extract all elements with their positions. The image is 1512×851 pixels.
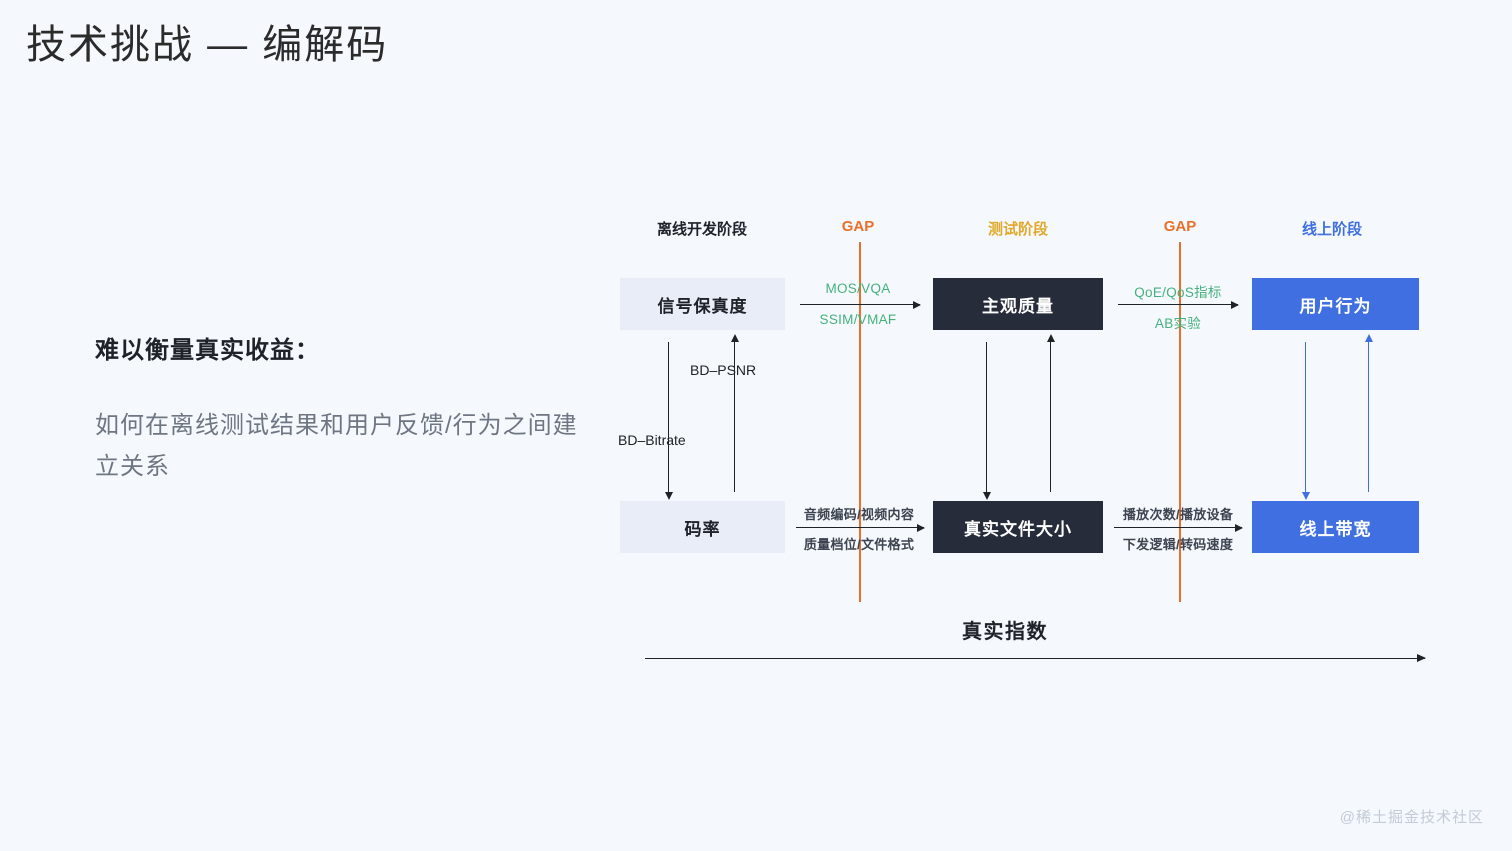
arrow-online-down — [1301, 342, 1310, 500]
edge-label-qoe-qos: QoE/QoS指标 — [1134, 285, 1222, 300]
arrowhead-down-icon — [982, 492, 991, 500]
arrowhead-up-icon — [1046, 334, 1055, 342]
vlabel-bd-bitrate: BD–Bitrate — [618, 432, 686, 448]
stage-label-gap-right: GAP — [1163, 218, 1197, 235]
arrow-bitrate-to-filesize — [796, 523, 925, 532]
page-title: 技术挑战 — 编解码 — [26, 23, 389, 67]
edge-label-audio-video: 音频编码/视频内容 — [803, 507, 915, 522]
edge-label-delivery-transcode: 下发逻辑/转码速度 — [1122, 537, 1234, 552]
arrow-test-down — [982, 342, 991, 500]
arrow-bd-psnr-up — [730, 334, 739, 492]
codec-pipeline-diagram: 离线开发阶段 GAP 测试阶段 GAP 线上阶段 信号保真度 主观质量 用户行为… — [600, 190, 1480, 690]
axis-caption: 真实指数 — [962, 621, 1048, 643]
node-online-bandwidth[interactable]: 线上带宽 — [1252, 501, 1419, 553]
edge-label-ssim-vmaf: SSIM/VMAF — [819, 312, 897, 327]
stage-label-online: 线上阶段 — [1301, 221, 1363, 238]
arrowhead-up-icon — [1364, 334, 1373, 342]
axis-arrow-line — [645, 654, 1426, 662]
watermark: @稀土掘金技术社区 — [1339, 809, 1484, 826]
edge-label-plays-devices: 播放次数/播放设备 — [1122, 507, 1234, 522]
arrowhead-down-icon — [1301, 492, 1310, 500]
edge-label-quality-format: 质量档位/文件格式 — [803, 537, 915, 552]
node-real-file-size[interactable]: 真实文件大小 — [933, 501, 1103, 553]
arrow-online-up — [1364, 334, 1373, 492]
gap-divider-right — [1179, 242, 1181, 602]
arrow-test-up — [1046, 334, 1055, 492]
edge-label-mos-vqa: MOS/VQA — [825, 281, 891, 296]
arrow-fidelity-to-quality — [800, 300, 921, 309]
node-subjective-quality[interactable]: 主观质量 — [933, 278, 1103, 330]
arrow-bd-bitrate-down — [664, 342, 673, 500]
stage-label-test: 测试阶段 — [987, 221, 1049, 238]
left-headline: 难以衡量真实收益： — [95, 337, 320, 364]
arrowhead-up-icon — [730, 334, 739, 342]
node-bitrate[interactable]: 码率 — [620, 501, 785, 553]
arrow-filesize-to-bandwidth — [1114, 523, 1243, 532]
node-user-behavior[interactable]: 用户行为 — [1252, 278, 1419, 330]
left-body-text: 如何在离线测试结果和用户反馈/行为之间建立关系 — [95, 412, 578, 481]
arrowhead-down-icon — [664, 492, 673, 500]
left-text-panel: 难以衡量真实收益： 如何在离线测试结果和用户反馈/行为之间建立关系 — [95, 330, 585, 488]
edge-label-ab-test: AB实验 — [1154, 316, 1202, 331]
vlabel-bd-psnr: BD–PSNR — [690, 362, 757, 378]
arrow-quality-to-behavior — [1118, 300, 1239, 309]
gap-divider-left — [859, 242, 861, 602]
stage-label-offline: 离线开发阶段 — [656, 221, 748, 238]
stage-label-gap-left: GAP — [841, 218, 875, 235]
node-signal-fidelity[interactable]: 信号保真度 — [620, 278, 785, 330]
